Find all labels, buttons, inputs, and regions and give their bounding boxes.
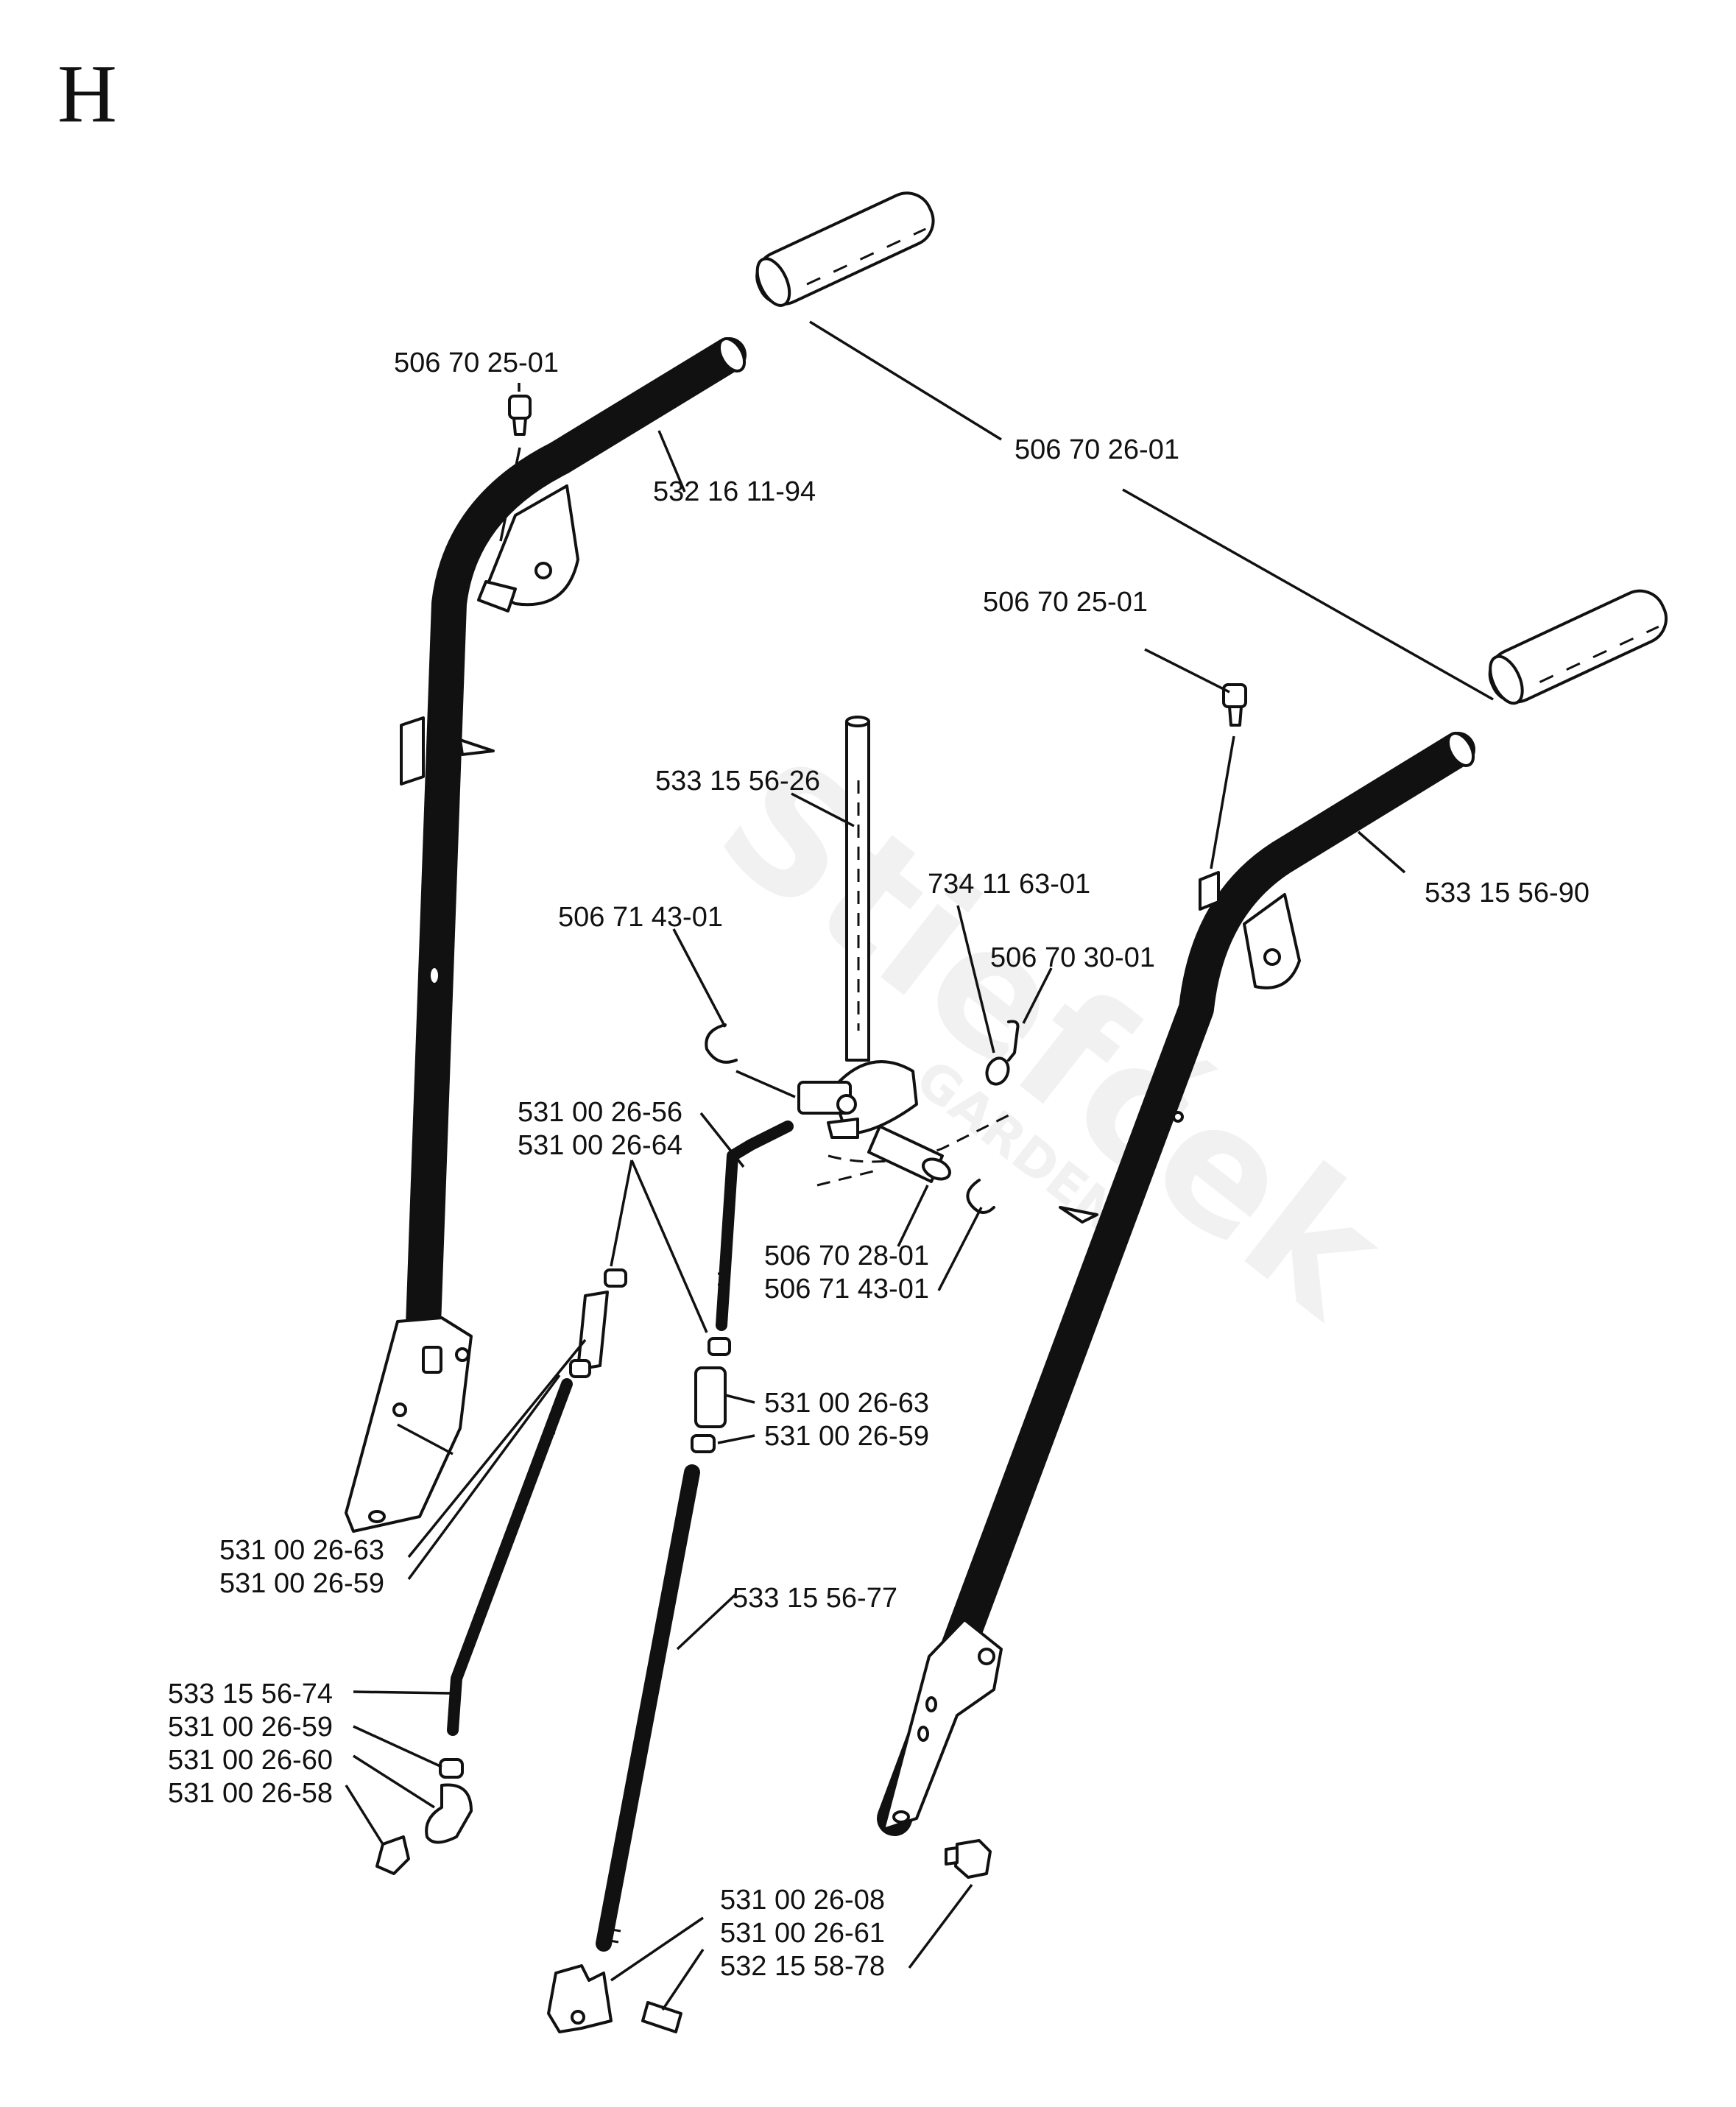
nut-center-bottom-part <box>691 1434 716 1453</box>
label-506-70-26-01: 506 70 26-01 <box>1015 434 1179 465</box>
label-506-71-43-01-bottom: 506 71 43-01 <box>764 1274 929 1305</box>
label-531-00-26-60: 531 00 26-60 <box>168 1745 333 1776</box>
rod-center-bracket-part <box>547 1964 682 2033</box>
washer-part <box>985 1056 1010 1086</box>
section-letter: H <box>57 49 117 140</box>
cotter-pin-part <box>1007 1020 1020 1062</box>
label-531-00-26-59-left: 531 00 26-59 <box>219 1568 384 1599</box>
label-531-00-26-61: 531 00 26-61 <box>720 1918 885 1949</box>
label-533-15-56-77: 533 15 56-77 <box>733 1583 897 1614</box>
label-531-00-26-63-center: 531 00 26-63 <box>764 1388 929 1419</box>
rod-center-part <box>596 1464 700 1952</box>
label-531-00-26-59-center: 531 00 26-59 <box>764 1421 929 1452</box>
right-handle-part <box>877 732 1475 1836</box>
coupler-center-part <box>694 1366 727 1428</box>
label-531-00-26-08: 531 00 26-08 <box>720 1885 885 1916</box>
label-531-00-26-58: 531 00 26-58 <box>168 1778 333 1809</box>
label-506-70-25-01-left: 506 70 25-01 <box>394 347 559 378</box>
label-506-70-30-01: 506 70 30-01 <box>990 942 1155 973</box>
right-knob-bolt-part <box>1210 683 1247 869</box>
left-handle-part <box>345 337 747 1533</box>
label-532-15-58-78: 532 15 58-78 <box>720 1951 885 1982</box>
coupler-left-part <box>576 1291 609 1371</box>
right-grip-part <box>1488 589 1668 705</box>
label-506-71-43-01-top: 506 71 43-01 <box>558 902 723 933</box>
nut-left-top-part <box>604 1268 627 1288</box>
label-506-70-25-01-right: 506 70 25-01 <box>983 587 1148 618</box>
pin-part <box>816 1125 951 1187</box>
label-506-70-28-01: 506 70 28-01 <box>764 1240 929 1271</box>
label-533-15-56-90: 533 15 56-90 <box>1425 878 1589 908</box>
nut-center-top-part <box>708 1337 731 1356</box>
left-grip-part <box>755 191 935 307</box>
label-531-00-26-63-left: 531 00 26-63 <box>219 1535 384 1566</box>
label-533-15-56-26: 533 15 56-26 <box>655 766 820 797</box>
label-533-15-56-74: 533 15 56-74 <box>168 1679 333 1709</box>
clip-upper-part <box>705 1023 796 1098</box>
rod-left-hardware-part <box>375 1758 473 1875</box>
left-knob-bolt-part <box>499 395 532 542</box>
bent-rod-part <box>716 1120 794 1331</box>
clip-lower-part <box>966 1179 995 1214</box>
label-531-00-26-64: 531 00 26-64 <box>518 1130 682 1161</box>
leader-lines <box>345 320 1494 2011</box>
shift-lever-part <box>797 716 1009 1163</box>
rod-left-part <box>447 1359 591 1736</box>
label-532-16-11-94: 532 16 11-94 <box>653 476 816 507</box>
part-labels: 506 70 25-01 532 16 11-94 506 70 26-01 5… <box>168 347 1589 1982</box>
label-734-11-63-01: 734 11 63-01 <box>928 869 1090 900</box>
label-531-00-26-59-lower: 531 00 26-59 <box>168 1712 333 1743</box>
label-531-00-26-56: 531 00 26-56 <box>518 1097 682 1128</box>
bolt-right-bottom-part <box>945 1839 992 1879</box>
